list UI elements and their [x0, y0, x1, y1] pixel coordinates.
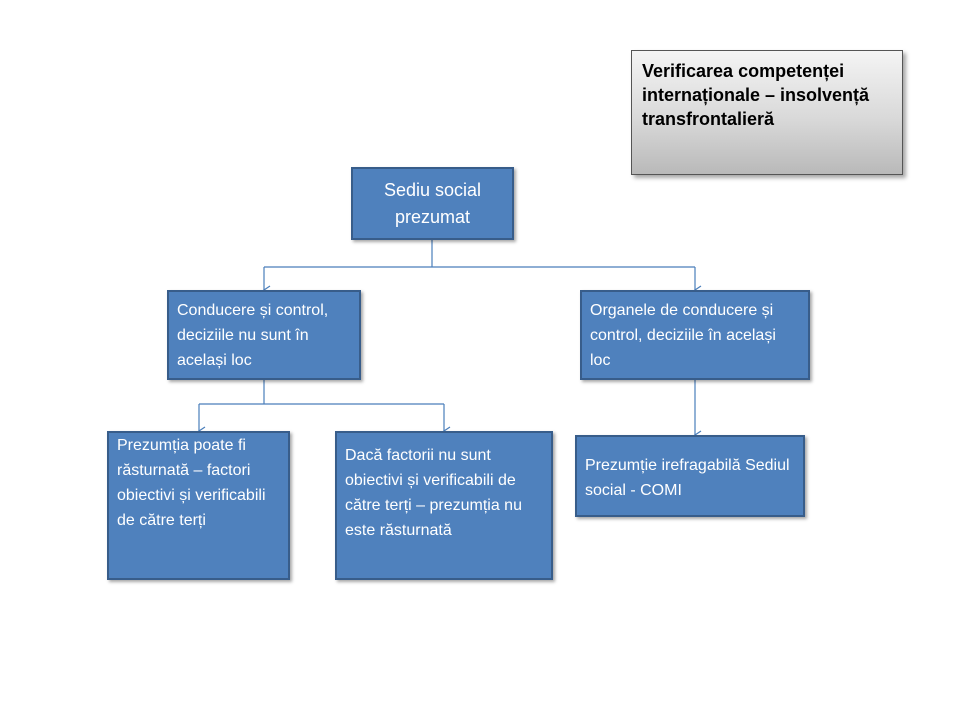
node-left: Conducere și control, deciziile nu sunt … — [167, 290, 361, 380]
node-right: Organele de conducere și control, decizi… — [580, 290, 810, 380]
node-right-child: Prezumție irefragabilă Sediul social - C… — [575, 435, 805, 517]
diagram-title: Verificarea competenței internaționale –… — [642, 61, 870, 129]
node-right-label: Organele de conducere și control, decizi… — [590, 302, 776, 369]
node-left-label: Conducere și control, deciziile nu sunt … — [177, 302, 329, 369]
node-root: Sediu social prezumat — [351, 167, 514, 240]
node-left-right-label: Dacă factorii nu sunt obiectivi și verif… — [345, 447, 522, 539]
node-left-left-label: Prezumția poate fi răsturnată – factori … — [117, 437, 266, 529]
node-left-right: Dacă factorii nu sunt obiectivi și verif… — [335, 431, 553, 580]
node-left-left: Prezumția poate fi răsturnată – factori … — [107, 431, 290, 580]
node-right-child-label: Prezumție irefragabilă Sediul social - C… — [585, 457, 790, 499]
diagram-title-box: Verificarea competenței internaționale –… — [631, 50, 903, 175]
node-root-label: Sediu social prezumat — [383, 180, 482, 227]
